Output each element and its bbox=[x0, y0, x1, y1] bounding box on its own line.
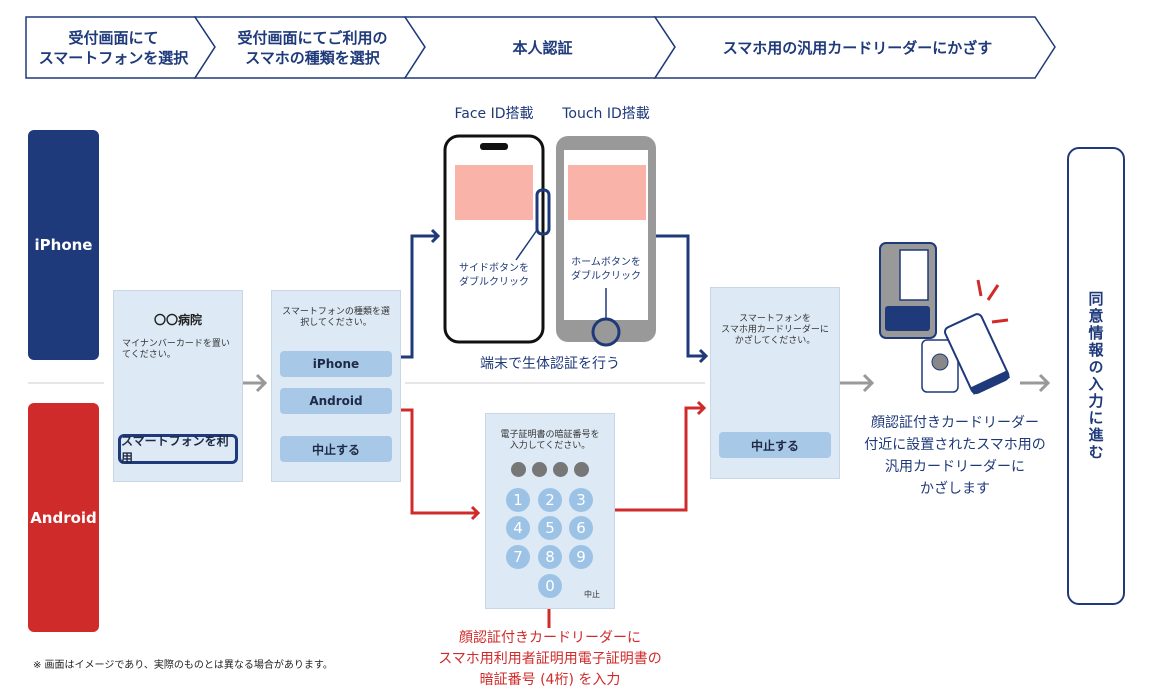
cancel-button-3[interactable]: 中止する bbox=[719, 432, 831, 458]
home-button-icon bbox=[591, 317, 621, 347]
gray-arrows bbox=[243, 373, 1051, 393]
key-3[interactable]: 3 bbox=[569, 488, 593, 512]
pin-screen: 電子証明書の暗証番号を 入力してください。 1 2 3 4 5 6 7 8 9 … bbox=[485, 413, 615, 609]
key-4[interactable]: 4 bbox=[506, 516, 530, 540]
screen2-message: スマートフォンの種類を選択してください。 bbox=[282, 307, 390, 328]
touchid-label: Touch ID搭載 bbox=[562, 106, 650, 122]
card-reader-illustration bbox=[879, 242, 1011, 395]
side-button-icon bbox=[535, 188, 551, 236]
key-7[interactable]: 7 bbox=[506, 545, 530, 569]
reception-screen: 〇〇病院 マイナンバーカードを置いてください。 スマートフォンを利用 bbox=[113, 290, 243, 482]
key-5[interactable]: 5 bbox=[538, 516, 562, 540]
key-9[interactable]: 9 bbox=[569, 545, 593, 569]
step-4: スマホ用の汎用カードリーダーにかざす bbox=[722, 38, 993, 57]
iphone-flow-arrows bbox=[400, 228, 709, 364]
phone-type-screen: スマートフォンの種類を選択してください。 iPhone Android 中止する bbox=[271, 290, 401, 482]
key-2[interactable]: 2 bbox=[538, 488, 562, 512]
footnote: ※ 画面はイメージであり、実際のものとは異なる場合があります。 bbox=[33, 660, 333, 671]
biometric-caption: 端末で生体認証を行う bbox=[480, 356, 620, 372]
faceid-hint: サイドボタンを ダブルクリック bbox=[459, 263, 529, 288]
hold-phone-screen: スマートフォンを スマホ用カードリーダーに かざしてください。 中止する bbox=[710, 287, 840, 479]
touchid-hint: ホームボタンを ダブルクリック bbox=[571, 257, 641, 282]
row-android: Android bbox=[28, 403, 99, 632]
key-0[interactable]: 0 bbox=[538, 574, 562, 598]
screen1-message: マイナンバーカードを置いてください。 bbox=[122, 339, 230, 360]
next-step-box: 同意情報の入力に進む bbox=[1067, 147, 1125, 605]
cancel-button[interactable]: 中止する bbox=[280, 436, 392, 462]
hospital-name: 〇〇病院 bbox=[153, 313, 202, 327]
pin-message: 電子証明書の暗証番号を 入力してください。 bbox=[500, 430, 600, 451]
faceid-label: Face ID搭載 bbox=[454, 106, 534, 122]
step-3: 本人認証 bbox=[512, 38, 573, 57]
row-iphone: iPhone bbox=[28, 130, 99, 360]
iphone-button[interactable]: iPhone bbox=[280, 351, 392, 377]
key-6[interactable]: 6 bbox=[569, 516, 593, 540]
key-8[interactable]: 8 bbox=[538, 545, 562, 569]
screen3-message: スマートフォンを スマホ用カードリーダーに かざしてください。 bbox=[721, 314, 829, 346]
key-1[interactable]: 1 bbox=[506, 488, 530, 512]
step-1: 受付画面にて スマートフォンを選択 bbox=[38, 28, 189, 67]
pin-cancel[interactable]: 中止 bbox=[584, 590, 600, 599]
pin-caption: 顔認証付きカードリーダーに スマホ用利用者証明用電子証明書の 暗証番号 (4桁)… bbox=[438, 630, 662, 688]
next-step-label: 同意情報の入力に進む bbox=[1086, 291, 1105, 461]
android-flow-arrows bbox=[400, 400, 707, 628]
android-button[interactable]: Android bbox=[280, 388, 392, 414]
reader-caption: 顔認証付きカードリーダー 付近に設置されたスマホ用の 汎用カードリーダーに かざ… bbox=[864, 415, 1046, 497]
step-2: 受付画面にてご利用の スマホの種類を選択 bbox=[237, 28, 388, 67]
step-4-shape bbox=[653, 16, 1056, 79]
use-smartphone-button[interactable]: スマートフォンを利用 bbox=[118, 434, 238, 465]
